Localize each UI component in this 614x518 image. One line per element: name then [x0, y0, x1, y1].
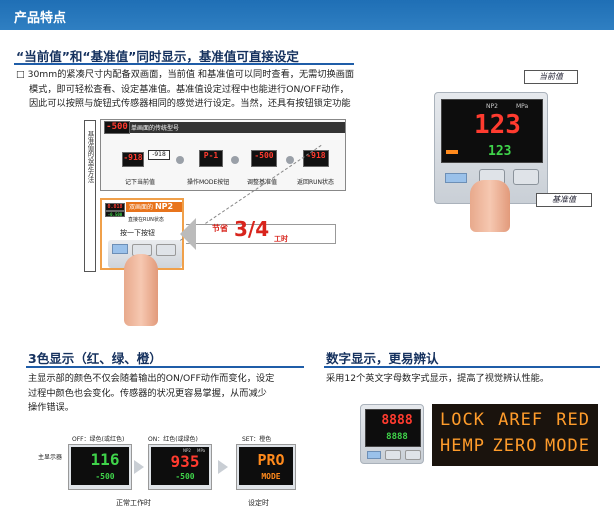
- np2-model: NP2: [486, 103, 498, 110]
- step2-label: 操作MODE按钮: [187, 179, 230, 186]
- panel-off-sub: -500: [95, 472, 115, 481]
- np2-mode-button: [513, 169, 539, 185]
- single-screen-title: 单画面的传统型号: [127, 122, 345, 133]
- header-title: 产品特点: [14, 11, 67, 26]
- saving-arrow-body: [186, 224, 336, 244]
- finger-icon: [124, 254, 158, 326]
- dual-screen-title-bar: 双画面的 NP2: [126, 202, 182, 212]
- np2-small-sub: 8888: [386, 432, 408, 442]
- np2-small-main: 8888: [381, 413, 413, 428]
- single-screen-panel: 单画面的传统型号 -500 -918 -918 记下当前值 P-1 操作MODE…: [100, 119, 346, 191]
- direct-run-label: 直接在RUN状态: [128, 217, 164, 223]
- dual-screen-model: NP2: [154, 202, 174, 211]
- section2-line-1: 主显示部的颜色不仅会随着输出的ON/OFF动作而变化，设定: [28, 373, 275, 384]
- blue-button-icon: [112, 244, 128, 254]
- panel-arrow-icon: [218, 460, 228, 474]
- method-side-box: 基准值的设定方法: [84, 120, 96, 272]
- dual-lower-display: -0.500: [105, 211, 125, 217]
- header-bar: 产品特点: [0, 0, 614, 30]
- step3-label: 调整基准值: [247, 179, 278, 186]
- panel-on-header: ON：红色(或绿色): [148, 436, 198, 443]
- panel-on-main: 935: [170, 452, 200, 471]
- section1-line-1: □ 30mm的紧凑尺寸内配备双画面，当前值 和基准值可以同时查看，无需切换画面: [16, 69, 355, 80]
- panel-off-main: 116: [90, 450, 120, 469]
- section2-line-3: 操作错误。: [28, 402, 74, 413]
- alnum-row-2: HEMP ZERO MODE: [440, 436, 590, 456]
- section2-line-2: 过程中颜色也会变化。传感器的状况更容易掌握，从而减少: [28, 387, 267, 399]
- np2-screen: NP2 MPa 123 123: [441, 99, 543, 163]
- section2-paragraph: 主显示部的颜色不仅会随着输出的ON/OFF动作而变化，设定 过程中颜色也会变化。…: [28, 372, 313, 416]
- current-value-callout: 当前值: [524, 70, 578, 84]
- step2-display: P-1: [199, 150, 223, 167]
- reference-value-callout: 基准值: [536, 193, 592, 207]
- caption-normal: 正常工作时: [116, 499, 151, 507]
- panel-on-unit: MPa: [197, 448, 206, 453]
- press-once-label: 按一下按钮: [120, 229, 155, 237]
- main-display-label: 主显示器: [38, 454, 63, 461]
- panel-off-header: OFF：绿色(或红色): [72, 436, 125, 443]
- saving-arrow-head-icon: [180, 218, 196, 250]
- panel-set-sub: MODE: [261, 472, 281, 481]
- np2-current-display: 123: [474, 110, 521, 140]
- step3-display: -500: [251, 150, 277, 167]
- panel-on-screen: NP2 MPa 935 -500: [151, 447, 209, 485]
- memo-note: -918: [148, 150, 170, 160]
- panel-on: NP2 MPa 935 -500: [148, 444, 212, 490]
- alnum-row-1: LOCK AREF RED: [440, 410, 590, 430]
- alnum-word: RED: [556, 410, 590, 430]
- step4-display: -918: [303, 150, 329, 167]
- panel-on-sub: -500: [175, 472, 195, 481]
- panel-set-screen: PRO MODE: [239, 447, 293, 485]
- np2-small-blue-button-icon: [367, 451, 381, 459]
- section3-paragraph: 采用12个英文字母数字式显示，提高了视觉辨认性能。: [326, 373, 550, 384]
- section3-title: 数字显示，更易辨认: [326, 351, 439, 366]
- step4-label: 返回RUN状态: [297, 179, 335, 186]
- np2-small-mode-button: [405, 450, 421, 460]
- section1-line-2: 模式，即可轻松查看、设定基准值。基准值设定过程中也能进行ON/OFF动作，: [29, 83, 349, 95]
- step1-display: -918: [122, 152, 144, 167]
- alnum-word: HEMP: [440, 436, 485, 456]
- section1-line-3: 因此可以按照与旋钮式传感器相同的感觉进行设定。当然，还具有按钮锁定功能: [29, 98, 351, 109]
- np2-reference-display: 123: [488, 144, 512, 159]
- section1-paragraph: □ 30mm的紧凑尺寸内配备双画面，当前值 和基准值可以同时查看，无需切换画面 …: [16, 68, 426, 112]
- np2-small-set-button: [385, 450, 401, 460]
- section3-underline: [324, 366, 600, 368]
- section1-underline: [14, 63, 354, 65]
- np2-finger-icon: [470, 180, 510, 232]
- np2-blue-button-icon: [445, 173, 467, 183]
- section1-title: “当前值”和“基准值”同时显示，基准值可直接设定: [16, 49, 299, 64]
- method-side-label: 基准值的设定方法: [86, 131, 94, 183]
- alnum-word: AREF: [498, 410, 544, 430]
- mode-button: [156, 244, 176, 256]
- np2-device-photo: NP2 MPa 123 123: [434, 92, 548, 204]
- dual-upper-display: 0.018: [105, 203, 125, 211]
- step1-label: 记下当前值: [125, 179, 156, 186]
- panel-off: 116 -500: [68, 444, 132, 490]
- panel-on-model: NP2: [183, 448, 191, 453]
- np2-unit: MPa: [516, 103, 529, 110]
- saving-suffix: 工时: [274, 235, 288, 243]
- dual-screen-title: 双画面的: [129, 204, 154, 211]
- np2-indicator-icon: [446, 150, 458, 154]
- section2-title: 3色显示（红、绿、橙）: [28, 351, 162, 366]
- saving-value: 3/4: [234, 217, 270, 241]
- panel-off-screen: 116 -500: [71, 447, 129, 485]
- panel-set-header: SET：橙色: [242, 436, 272, 443]
- np2-small-device: 8888 8888: [360, 404, 424, 464]
- alnum-word: ZERO: [492, 436, 538, 456]
- alnum-display-panel: LOCK AREF RED HEMP ZERO MODE: [432, 404, 598, 466]
- section2-underline: [26, 366, 304, 368]
- panel-arrow-icon: [134, 460, 144, 474]
- saving-prefix: 节省: [212, 224, 228, 233]
- step-arrow-icon: [231, 156, 239, 164]
- caption-setting: 设定时: [248, 499, 269, 507]
- single-screen-display: -500: [104, 121, 130, 134]
- np2-small-screen: 8888 8888: [365, 409, 421, 447]
- alnum-word: LOCK: [440, 410, 485, 430]
- step-arrow-icon: [176, 156, 184, 164]
- panel-set-main: PRO: [257, 451, 285, 469]
- alnum-word: MODE: [545, 436, 590, 456]
- panel-set: PRO MODE: [236, 444, 296, 490]
- step-arrow-icon: [286, 156, 294, 164]
